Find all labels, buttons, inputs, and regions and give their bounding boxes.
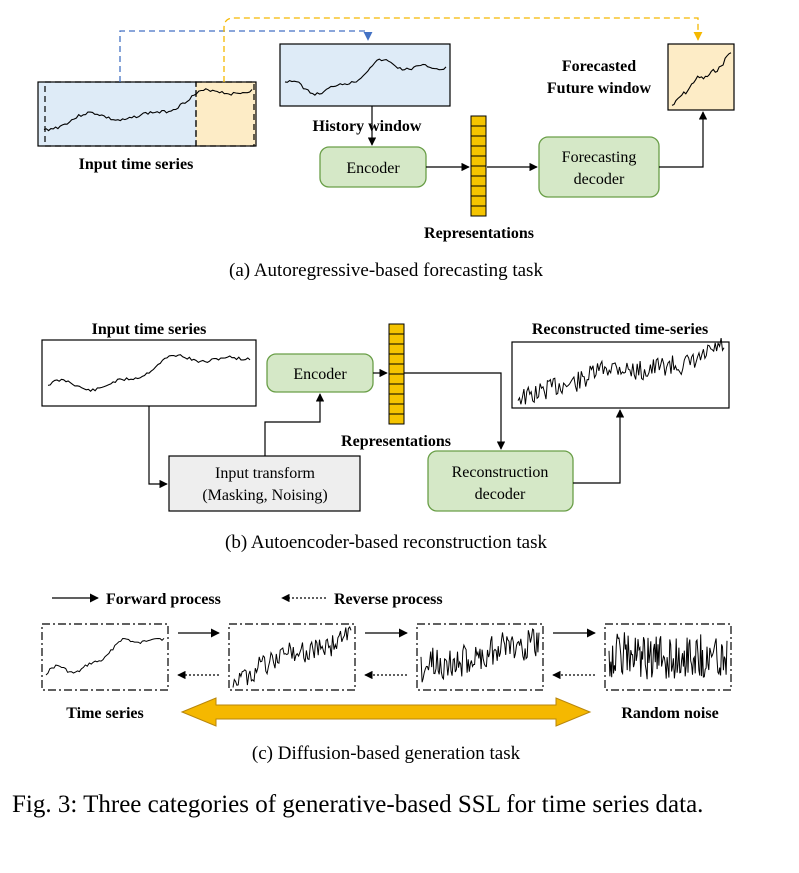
c-legend-forward: Forward process [106, 591, 221, 608]
a-decoder-to-future-arrow [659, 111, 708, 168]
a-future-series-line [671, 52, 732, 106]
a-caption: (a) Autoregressive-based forecasting tas… [229, 260, 543, 281]
a-history-series-line [284, 58, 447, 96]
a-encoder-label: Encoder [346, 160, 400, 177]
a-representations-label: Representations [424, 225, 534, 242]
a-decoder-line2: decoder [574, 171, 625, 188]
representation-cell [470, 155, 487, 167]
c-double-arrow [180, 697, 592, 727]
a-input-label: Input time series [79, 156, 194, 173]
b-decoder-to-output-arrow [573, 409, 625, 484]
a-history-window-box [279, 43, 451, 107]
c-start-label: Time series [66, 705, 143, 722]
c-stage-2-series [232, 626, 352, 688]
b-input-transform-box [168, 455, 361, 512]
representation-cell [470, 175, 487, 187]
representation-cell [470, 115, 487, 127]
b-input-label: Input time series [92, 321, 207, 338]
b-encoder-label: Encoder [293, 366, 347, 383]
b-transform-to-encoder-arrow [264, 393, 325, 456]
c-end-label: Random noise [621, 705, 718, 722]
representation-cell [388, 323, 405, 335]
representation-cell [470, 185, 487, 197]
c-legend-reverse: Reverse process [334, 591, 443, 608]
b-representations-label: Representations [341, 433, 451, 450]
b-rep-to-decoder-arrow [404, 372, 506, 450]
representation-cell [388, 403, 405, 415]
a-input-series-line [43, 88, 253, 132]
b-input-series-line [47, 354, 251, 392]
a-history-dashed-arrow [119, 30, 373, 82]
representation-cell [470, 205, 487, 217]
b-transform-line1: Input transform [215, 465, 316, 482]
b-decoder-line1: Reconstruction [452, 464, 549, 481]
panel-b: Input time series Input transform (Maski… [41, 321, 730, 553]
a-representation-vector [470, 115, 487, 217]
a-future-label-line1: Forecasted [562, 58, 636, 75]
panel-a: Input time series History window Encoder… [37, 17, 735, 281]
a-future-dashed-arrow [223, 17, 703, 82]
c-stage-1 [41, 623, 169, 691]
a-history-label: History window [313, 118, 422, 135]
representation-cell [470, 135, 487, 147]
a-input-series-box [37, 81, 257, 147]
representation-cell [470, 145, 487, 157]
c-stage-3-series [420, 628, 540, 683]
representation-cell [388, 353, 405, 365]
representation-cell [388, 373, 405, 385]
representation-cell [470, 125, 487, 137]
representation-cell [388, 343, 405, 355]
panel-c: Forward process Reverse process Time ser… [41, 591, 732, 764]
b-reconstruction-decoder-box [427, 450, 574, 512]
representation-cell [388, 383, 405, 395]
b-reconstructed-series-line [517, 338, 725, 405]
b-input-to-transform-arrow [148, 406, 168, 489]
a-future-label-line2: Future window [547, 80, 652, 97]
representation-cell [470, 195, 487, 207]
representation-cell [388, 413, 405, 425]
a-forecasting-decoder-box [538, 136, 660, 198]
c-stage-1-series [45, 637, 165, 676]
c-stage-4-series [608, 632, 728, 680]
b-decoder-line2: decoder [475, 486, 526, 503]
c-stage-3 [416, 623, 544, 691]
representation-cell [470, 165, 487, 177]
figure-caption: Fig. 3: Three categories of generative-b… [12, 791, 704, 818]
b-representation-vector [388, 323, 405, 425]
b-caption: (b) Autoencoder-based reconstruction tas… [225, 532, 547, 553]
b-reconstructed-series-box [511, 341, 730, 409]
b-transform-line2: (Masking, Noising) [202, 487, 327, 504]
representation-cell [388, 363, 405, 375]
b-output-label: Reconstructed time-series [532, 321, 708, 338]
c-caption: (c) Diffusion-based generation task [252, 743, 521, 764]
c-stage-4 [604, 623, 732, 691]
a-decoder-line1: Forecasting [562, 149, 637, 166]
c-stage-2 [228, 623, 356, 691]
representation-cell [388, 393, 405, 405]
representation-cell [388, 333, 405, 345]
